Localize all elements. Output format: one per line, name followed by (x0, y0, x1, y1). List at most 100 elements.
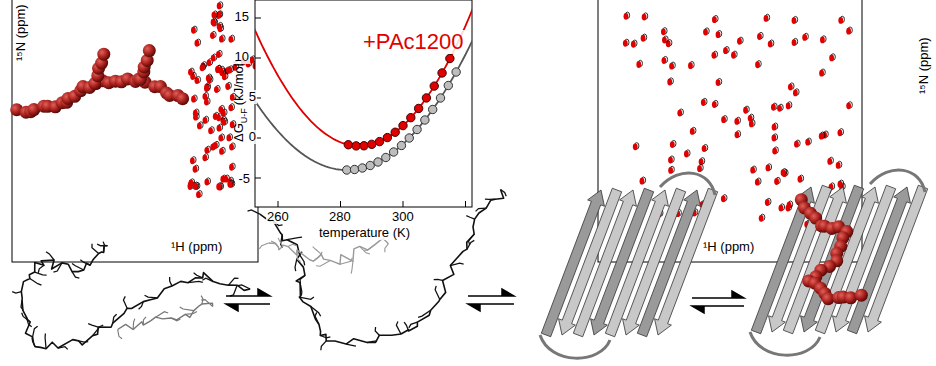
peak-red (802, 34, 807, 41)
data-point (382, 153, 390, 161)
peak-red (688, 62, 693, 69)
peak-red (207, 59, 212, 66)
illustration-part (655, 188, 718, 335)
illustration-part (32, 337, 35, 346)
peak-red (213, 142, 218, 149)
peak-red (229, 144, 234, 151)
peak-red (188, 69, 193, 76)
illustration-part (297, 250, 301, 261)
peak-red (677, 110, 682, 117)
data-point (444, 81, 452, 89)
peak-red (200, 64, 205, 71)
peak-red (701, 99, 706, 106)
axis-label: 280 (328, 210, 352, 224)
peak-red (772, 148, 777, 155)
illustration-part (143, 317, 146, 325)
peak-red (838, 17, 843, 24)
peak-red (208, 127, 213, 134)
peak-red (711, 52, 716, 59)
illustration-part (435, 286, 440, 299)
illustration-part (143, 44, 156, 57)
illustration-part (346, 344, 356, 346)
peak-red (214, 86, 219, 93)
peak-red (829, 55, 834, 62)
illustration-part (72, 264, 84, 270)
axis-title-part: (kJ/mol) (231, 58, 246, 104)
peak-red (712, 16, 717, 23)
illustration-part (255, 178, 261, 179)
peak-red (624, 13, 629, 20)
illustration-part (692, 291, 744, 298)
peak-red (203, 117, 208, 124)
illustration-part (692, 306, 744, 313)
peak-red (211, 19, 216, 26)
data-point (344, 141, 352, 149)
peak-red (206, 75, 211, 82)
axis-label: 10 (234, 50, 250, 64)
axis-label: ¹⁵N (ppm) (14, 3, 28, 62)
peak-red (838, 181, 843, 188)
illustration-part (118, 303, 213, 329)
peak-red (805, 139, 810, 146)
condition-label: +PAc1200 (362, 30, 465, 54)
illustration-part (340, 201, 341, 207)
peptide-chain (118, 296, 213, 339)
illustration-part (53, 263, 62, 272)
illustration-part (351, 261, 353, 273)
peak-red (836, 162, 841, 169)
peak-red (193, 110, 198, 117)
peptide-chain (248, 189, 507, 350)
peak-red (748, 115, 753, 122)
illustration-part (300, 255, 305, 266)
peak-red (846, 28, 851, 35)
peak-black (217, 11, 221, 17)
peak-red (827, 158, 832, 165)
illustration-part (300, 275, 305, 283)
data-point (391, 128, 399, 136)
axis-label: 15 (234, 10, 250, 24)
illustration-part (30, 279, 42, 286)
axis-title-part: U-F (239, 108, 249, 123)
illustration-part (92, 244, 99, 254)
illustration-part (103, 242, 104, 253)
illustration-part (171, 318, 180, 321)
beta-sandwich (750, 170, 928, 355)
axis-label: 0 (248, 130, 257, 144)
illustration-part (321, 341, 326, 350)
illustration-part (201, 300, 213, 307)
illustration-part (255, 0, 472, 174)
polymer-spheres (10, 44, 189, 119)
equilibrium-arrow (226, 289, 270, 311)
peak-red (229, 36, 234, 43)
illustration-part (540, 335, 610, 358)
peak-red (716, 31, 721, 38)
data-point (430, 82, 438, 90)
data-point (446, 54, 454, 62)
peak-red (793, 90, 798, 97)
peak-red (195, 40, 200, 47)
equilibrium-arrow (692, 291, 744, 313)
peak-red (734, 118, 739, 125)
peak-red (668, 167, 673, 174)
illustration-part (21, 246, 250, 349)
illustration-part (118, 330, 122, 339)
peak-red (721, 195, 726, 202)
peak-red (703, 29, 708, 36)
illustration-part (58, 347, 68, 350)
data-point (436, 94, 444, 102)
illustration-part (288, 244, 296, 246)
illustration-part (188, 281, 203, 282)
illustration-part (469, 234, 475, 245)
peak-red (737, 38, 742, 45)
data-point (343, 166, 351, 174)
illustration-part (468, 289, 514, 296)
illustration-part (501, 189, 507, 196)
illustration-part (300, 283, 302, 296)
peak-red (820, 37, 825, 44)
illustration-part (113, 314, 117, 323)
peak-red (641, 35, 646, 42)
illustration-part (145, 295, 158, 298)
peak-red (764, 15, 769, 22)
peak-red (731, 52, 736, 59)
